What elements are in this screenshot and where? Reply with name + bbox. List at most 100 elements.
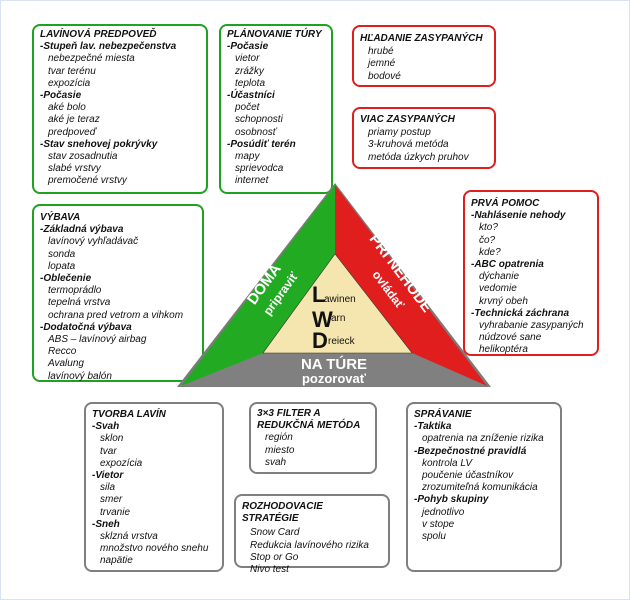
section-head: -ABC opatrenia bbox=[471, 259, 544, 271]
section-head: -Počasie bbox=[227, 41, 269, 53]
section-head: -Dodatočná výbava bbox=[40, 321, 132, 333]
center-word-lawinen: awinen bbox=[324, 294, 356, 305]
list-item: zrážky bbox=[235, 65, 264, 77]
list-item: svah bbox=[265, 456, 287, 468]
list-item: lavínový balón bbox=[48, 370, 112, 382]
list-item: sklon bbox=[100, 433, 124, 445]
box-filter-redukcna: 3×3 FILTER A REDUKČNÁ METÓDA región mies… bbox=[249, 402, 377, 474]
list-item: Nivo test bbox=[250, 564, 289, 576]
list-item: sila bbox=[100, 482, 116, 494]
list-item: kto? bbox=[479, 222, 498, 234]
section-stupen: -Stupeň lav. nebezpečenstva nebezpečné m… bbox=[40, 41, 200, 90]
section-posudit-teren: -Posúdiť terén mapy sprievodca internet bbox=[227, 139, 325, 188]
list-item: lavínový vyhľadávač bbox=[48, 236, 139, 248]
section-svah: -Svah sklon tvar expozícia bbox=[92, 421, 216, 470]
section-pocasie: -Počasie aké bolo aké je teraz predpoveď bbox=[40, 90, 200, 139]
section-pocasie: -Počasie vietor zrážky teplota bbox=[227, 41, 325, 90]
list-item: premočené vrstvy bbox=[48, 175, 127, 187]
list-item: Recco bbox=[48, 346, 77, 358]
section-head: -Oblečenie bbox=[40, 273, 92, 285]
box-tvorba-lavin: TVORBA LAVÍN -Svah sklon tvar expozícia … bbox=[84, 402, 224, 572]
section-zakladna: -Základná výbava lavínový vyhľadávač son… bbox=[40, 224, 196, 273]
list-item: opatrenia na zníženie rizika bbox=[422, 433, 544, 445]
box-title: VÝBAVA bbox=[40, 212, 81, 223]
section-ucastnici: -Účastníci počet schopnosti osobnosť bbox=[227, 90, 325, 139]
box-title: HĽADANIE ZASYPANÝCH bbox=[360, 33, 483, 44]
list-item: Avalung bbox=[48, 358, 84, 370]
list-item: jemné bbox=[368, 58, 396, 70]
list-item: bodové bbox=[368, 70, 401, 82]
list-item: tepelná vrstva bbox=[48, 297, 111, 309]
section-dodatocna: -Dodatočná výbava ABS – lavínový airbag … bbox=[40, 322, 196, 383]
list-item: helikoptéra bbox=[479, 344, 528, 356]
list-item: expozícia bbox=[48, 77, 91, 89]
list-item: expozícia bbox=[100, 457, 143, 469]
list-item: dýchanie bbox=[479, 271, 520, 283]
section-head: -Stav snehovej pokrývky bbox=[40, 138, 158, 150]
list-item: predpoveď bbox=[48, 126, 96, 138]
list-item: metóda úzkych pruhov bbox=[368, 151, 469, 163]
box-title: PLÁNOVANIE TÚRY bbox=[227, 29, 322, 40]
list-item: vedomie bbox=[479, 283, 517, 295]
list-item: aké je teraz bbox=[48, 114, 100, 126]
list-item: osobnosť bbox=[235, 126, 277, 138]
list-item: miesto bbox=[265, 444, 295, 456]
list-item: Snow Card bbox=[250, 527, 300, 539]
list-item: zrozumiteľná komunikácia bbox=[422, 482, 538, 494]
section-head: -Účastníci bbox=[227, 90, 275, 102]
list-item: jednotlivo bbox=[422, 506, 465, 518]
list-item: v stope bbox=[422, 518, 455, 530]
section-head: -Pohyb skupiny bbox=[414, 494, 489, 506]
section-head: -Nahlásenie nehody bbox=[471, 210, 566, 222]
section-oblecenie: -Oblečenie termoprádlo tepelná vrstva oc… bbox=[40, 273, 196, 322]
list-item: sklzná vrstva bbox=[100, 531, 158, 543]
list-item: 3-kruhová metóda bbox=[368, 139, 449, 151]
box-hladanie-zasypanych: HĽADANIE ZASYPANÝCH hrubé jemné bodové bbox=[352, 25, 496, 87]
triangle-gray-segment bbox=[181, 353, 487, 386]
section-head: -Stupeň lav. nebezpečenstva bbox=[40, 41, 177, 53]
list-item: kontrola LV bbox=[422, 457, 473, 469]
section-head: -Taktika bbox=[414, 421, 452, 433]
list-item: smer bbox=[100, 494, 123, 506]
list-item: kde? bbox=[479, 246, 501, 258]
list-item: množstvo nového snehu bbox=[100, 543, 209, 555]
list-item: vietor bbox=[235, 53, 260, 65]
section-head: -Posúdiť terén bbox=[227, 138, 296, 150]
label-pozorovat: pozorovať bbox=[302, 371, 367, 386]
list-item: priamy postup bbox=[368, 127, 431, 139]
label-na-ture: NA TÚRE bbox=[301, 355, 367, 373]
list-item: núdzové sane bbox=[479, 332, 542, 344]
section-head: -Bezpečnostné pravidlá bbox=[414, 445, 527, 457]
box-planovanie-tury: PLÁNOVANIE TÚRY -Počasie vietor zrážky t… bbox=[219, 24, 333, 194]
list-item: región bbox=[265, 432, 293, 444]
section-abc: -ABC opatrenia dýchanie vedomie krvný ob… bbox=[471, 259, 591, 308]
section-head: -Technická záchrana bbox=[471, 307, 570, 319]
list-item: termoprádlo bbox=[48, 285, 102, 297]
box-title-line2: REDUKČNÁ METÓDA bbox=[257, 420, 361, 432]
list-item: spolu bbox=[422, 531, 446, 543]
box-prva-pomoc: PRVÁ POMOC -Nahlásenie nehody kto? čo? k… bbox=[463, 190, 599, 356]
list-item: tvar terénu bbox=[48, 65, 96, 77]
box-vybava: VÝBAVA -Základná výbava lavínový vyhľadá… bbox=[32, 204, 204, 382]
list-item: nebezpečné miesta bbox=[48, 53, 135, 65]
list-item: vyhrabanie zasypaných bbox=[479, 320, 584, 332]
list-item: stav zosadnutia bbox=[48, 151, 118, 163]
list-item: trvanie bbox=[100, 506, 131, 518]
list-item: Redukcia lavínového rizika bbox=[250, 539, 369, 551]
section-head: -Vietor bbox=[92, 470, 124, 482]
list-item: schopnosti bbox=[235, 114, 283, 126]
list-item: mapy bbox=[235, 151, 260, 163]
section-sneh: -Sneh sklzná vrstva množstvo nového sneh… bbox=[92, 519, 216, 568]
section-vietor: -Vietor sila smer trvanie bbox=[92, 470, 216, 519]
box-title: VIAC ZASYPANÝCH bbox=[360, 114, 455, 125]
center-word-warn: arn bbox=[331, 313, 345, 324]
box-viac-zasypanych: VIAC ZASYPANÝCH priamy postup 3-kruhová … bbox=[352, 107, 496, 169]
section-head: -Počasie bbox=[40, 90, 82, 102]
triangle-inner-beige bbox=[262, 253, 413, 354]
box-title: LAVÍNOVÁ PREDPOVEĎ bbox=[40, 29, 157, 40]
box-title-line1: 3×3 FILTER A bbox=[257, 408, 321, 419]
list-item: teplota bbox=[235, 77, 266, 89]
list-item: ABS – lavínový airbag bbox=[48, 334, 147, 346]
list-item: sprievodca bbox=[235, 163, 284, 175]
